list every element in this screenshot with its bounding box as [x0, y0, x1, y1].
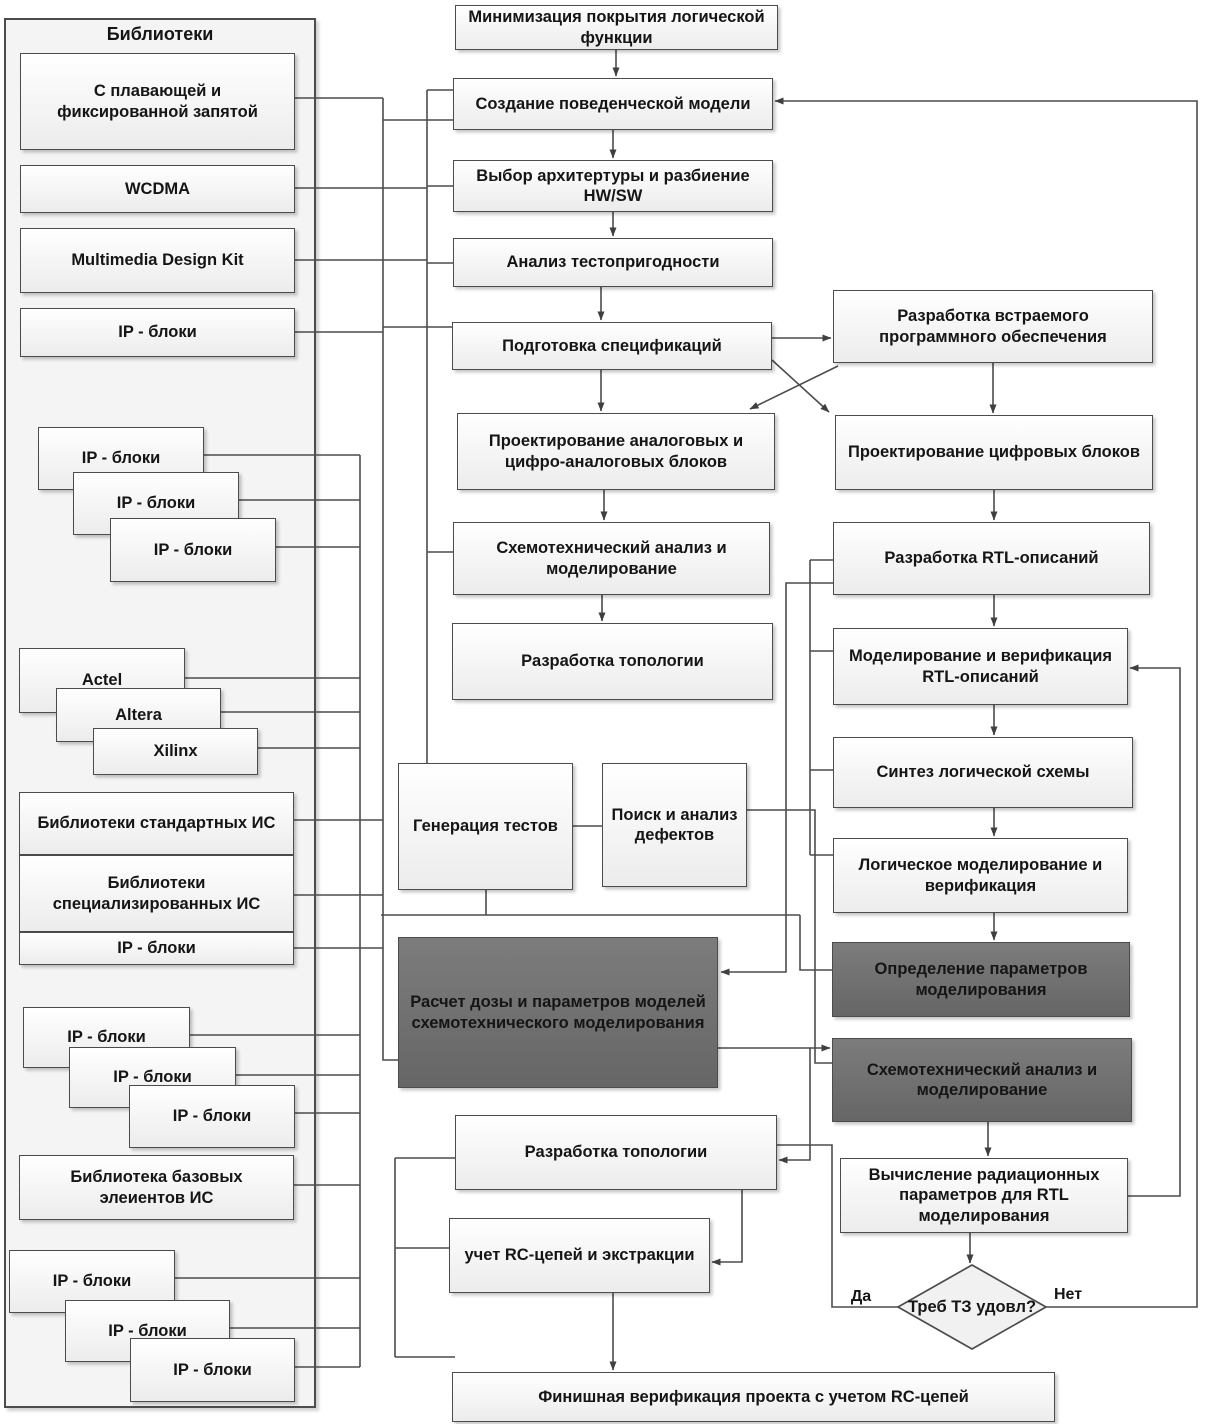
node-lib-xilinx: Xilinx: [93, 728, 258, 775]
node-params: Определение параметров моделирования: [832, 942, 1130, 1017]
node-schem2: Схемотехнический анализ и моделирование: [832, 1038, 1132, 1122]
node-rtl: Разработка RTL-описаний: [833, 522, 1150, 595]
connector-line: [747, 809, 832, 1064]
node-schem1: Схемотехнический анализ и моделирование: [453, 522, 770, 595]
node-synth: Синтез логической схемы: [833, 737, 1133, 808]
node-final: Финишная верификация проекта с учетом RC…: [452, 1372, 1055, 1422]
node-lib-ip5c: IP - блоки: [130, 1338, 295, 1402]
node-lib-ip3: IP - блоки: [19, 932, 294, 965]
node-topo1: Разработка топологии: [452, 623, 773, 700]
connector-arrow: [774, 97, 1198, 1308]
node-lib-base: Библиотека базовых элеиентов ИС: [19, 1155, 294, 1220]
node-lib-wcdma: WCDMA: [20, 165, 295, 213]
connector-arrow: [711, 1144, 898, 1308]
node-logsim: Логическое моделирование и верификация: [833, 838, 1128, 913]
connector-arrow: [778, 1048, 811, 1164]
node-no-label: Нет: [1053, 1286, 1083, 1303]
node-spec: Подготовка спецификаций: [452, 322, 772, 370]
node-lib-float: С плавающей и фиксированной запятой: [20, 53, 295, 150]
node-radcalc: Вычисление радиационных параметров для R…: [840, 1158, 1128, 1233]
node-arch: Выбор архитертуры и разбиение HW/SW: [453, 160, 773, 212]
node-behav: Создание поведенческой модели: [453, 78, 773, 130]
node-lib-std: Библиотеки стандартных ИС: [19, 792, 294, 855]
node-analog: Проектирование аналоговых и цифро-аналог…: [457, 413, 775, 490]
node-lib-ip2c: IP - блоки: [110, 518, 276, 582]
node-minim: Минимизация покрытия логической функции: [455, 5, 778, 50]
connector-arrow: [771, 359, 830, 413]
node-digital: Проектирование цифровых блоков: [835, 415, 1153, 490]
node-yes-label: Да: [850, 1288, 872, 1305]
node-rtlver: Моделирование и верификация RTL-описаний: [833, 628, 1128, 705]
node-topo2: Разработка топологии: [455, 1115, 777, 1190]
node-rc: учет RC-цепей и экстракции: [449, 1218, 710, 1293]
connector-arrow: [1128, 664, 1181, 1197]
node-dose: Расчет дозы и параметров моделей схемоте…: [398, 937, 718, 1088]
connector-line: [799, 915, 832, 971]
node-embed: Разработка встраемого программного обесп…: [833, 290, 1153, 363]
connector-arrow: [749, 365, 839, 410]
node-testanal: Анализ тестопригодности: [453, 238, 773, 287]
decision-diamond: [896, 1264, 1048, 1350]
decision-label: Треб ТЗ удовл?: [907, 1297, 1037, 1316]
node-testgen: Генерация тестов: [398, 763, 573, 890]
node-lib-mdk: Multimedia Design Kit: [20, 228, 295, 293]
node-lib-ip4c: IP - блоки: [129, 1085, 295, 1148]
connector-line: [382, 98, 398, 1061]
node-lib-title: Библиотеки: [106, 24, 214, 44]
node-defect: Поиск и анализ дефектов: [602, 763, 747, 887]
node-lib-ip1: IP - блоки: [20, 308, 295, 357]
node-lib-spec: Библиотеки специализированных ИС: [19, 855, 294, 932]
